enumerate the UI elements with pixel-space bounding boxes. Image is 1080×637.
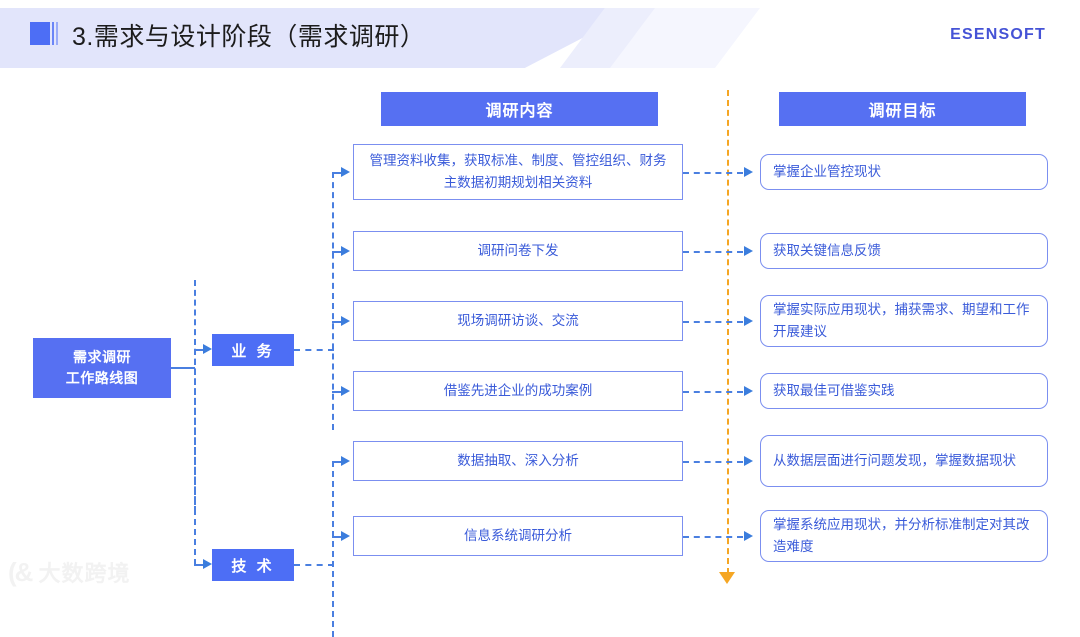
content-box-6: 信息系统调研分析 (353, 516, 683, 556)
connector-in-5 (332, 461, 344, 463)
goal-box-4: 获取最佳可借鉴实践 (760, 373, 1048, 409)
content-box-1: 管理资料收集，获取标准、制度、管控组织、财务主数据初期规划相关资料 (353, 144, 683, 200)
goal-box-6: 掌握系统应用现状，并分析标准制定对其改造难度 (760, 510, 1048, 562)
arrow-out-6 (744, 531, 753, 541)
arrow-out-3 (744, 316, 753, 326)
connector-in-6 (332, 536, 344, 538)
tech-out (294, 564, 334, 566)
arrow-to-tech (203, 559, 212, 569)
column-header-goal: 调研目标 (779, 92, 1026, 126)
connector-out-5 (683, 461, 743, 463)
marker-bar-2 (56, 22, 58, 45)
branch-spine-lower (194, 349, 196, 565)
connector-out-1 (683, 172, 743, 174)
goal-box-5: 从数据层面进行问题发现，掌握数据现状 (760, 435, 1048, 487)
arrow-to-business (203, 344, 212, 354)
connector-in-2 (332, 251, 344, 253)
arrow-in-5 (341, 456, 350, 466)
connector-out-4 (683, 391, 743, 393)
branch-node-technology: 技 术 (212, 549, 294, 581)
arrow-out-5 (744, 456, 753, 466)
arrow-in-3 (341, 316, 350, 326)
watermark: (& 大数跨境 (8, 556, 130, 588)
page-title: 3.需求与设计阶段（需求调研） (72, 23, 426, 51)
goal-box-1: 掌握企业管控现状 (760, 154, 1048, 190)
connector-out-6 (683, 536, 743, 538)
root-stub (171, 367, 195, 369)
watermark-logo-icon: (& (8, 557, 33, 587)
orange-dashed-divider (727, 90, 729, 574)
goal-box-2: 获取关键信息反馈 (760, 233, 1048, 269)
arrow-out-1 (744, 167, 753, 177)
arrow-in-1 (341, 167, 350, 177)
header-band-primary (0, 8, 640, 68)
arrow-in-6 (341, 531, 350, 541)
goal-box-3: 掌握实际应用现状，捕获需求、期望和工作开展建议 (760, 295, 1048, 347)
connector-out-2 (683, 251, 743, 253)
spine-to-business (194, 349, 206, 351)
marker-square (30, 22, 50, 45)
page-header: 3.需求与设计阶段（需求调研） ESENSOFT (0, 0, 1080, 68)
branch-node-business: 业 务 (212, 334, 294, 366)
content-box-5: 数据抽取、深入分析 (353, 441, 683, 481)
content-box-4: 借鉴先进企业的成功案例 (353, 371, 683, 411)
connector-in-1 (332, 172, 344, 174)
connector-in-3 (332, 321, 344, 323)
business-out (294, 349, 334, 351)
content-box-3: 现场调研访谈、交流 (353, 301, 683, 341)
root-node: 需求调研 工作路线图 (33, 338, 171, 398)
connector-out-3 (683, 321, 743, 323)
connector-in-4 (332, 391, 344, 393)
tech-riser (332, 461, 334, 637)
diagram-canvas: 调研内容 调研目标 需求调研 工作路线图 业 务 技 术 (0, 68, 1080, 637)
square-bars-icon (30, 22, 58, 45)
column-header-content: 调研内容 (381, 92, 658, 126)
arrow-in-2 (341, 246, 350, 256)
orange-down-arrow-icon (719, 572, 735, 584)
brand-logo: ESENSOFT (950, 26, 1046, 43)
marker-bar-1 (52, 22, 54, 45)
arrow-in-4 (341, 386, 350, 396)
arrow-out-2 (744, 246, 753, 256)
spine-to-tech (194, 564, 206, 566)
root-node-line1: 需求调研 (73, 349, 131, 365)
business-riser (332, 172, 334, 430)
watermark-text: 大数跨境 (38, 561, 131, 586)
arrow-out-4 (744, 386, 753, 396)
root-node-line2: 工作路线图 (65, 370, 139, 386)
content-box-2: 调研问卷下发 (353, 231, 683, 271)
